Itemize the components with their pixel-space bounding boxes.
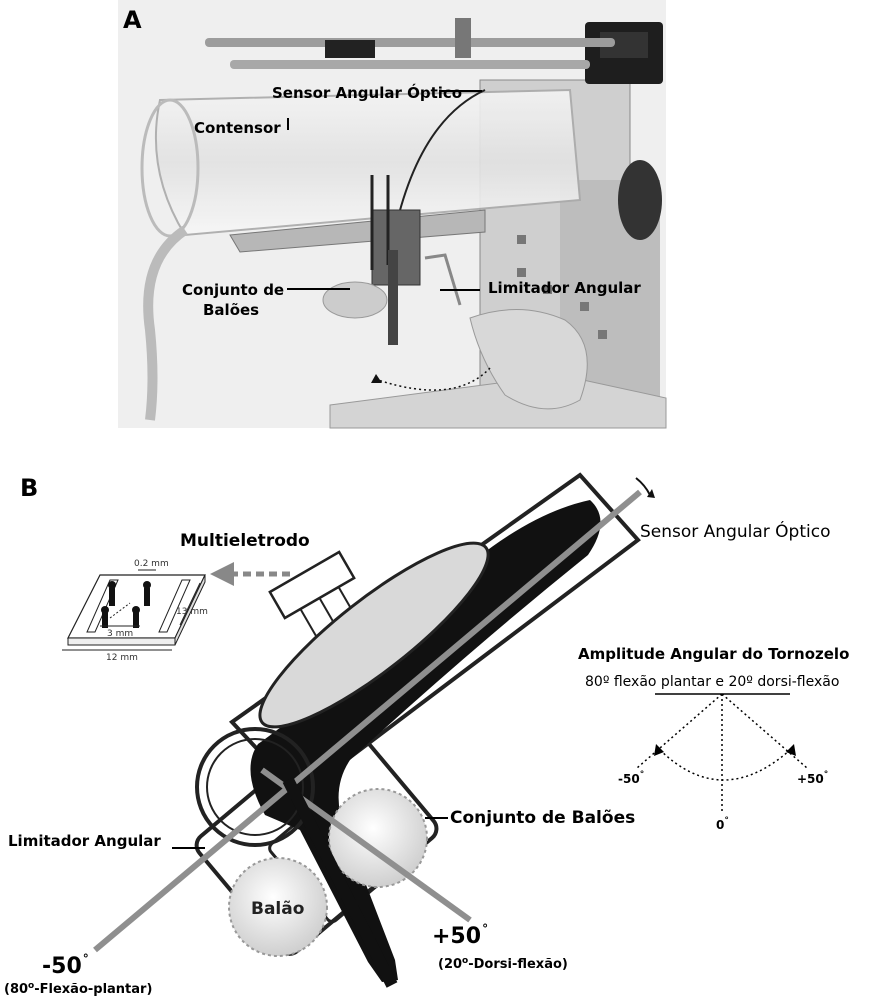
amplitude-diagram xyxy=(637,694,807,812)
amplitude-subtitle: 80º flexão plantar e 20º dorsi-flexão xyxy=(585,674,839,690)
amplitude-right: +50° xyxy=(797,770,828,786)
label-plus50-sub: (20o-Dorsi-flexão) xyxy=(438,956,568,972)
label-sensor-a: Sensor Angular Óptico xyxy=(272,83,462,102)
label-baloes-a-line1: Conjunto de xyxy=(182,281,284,299)
amplitude-title: Amplitude Angular do Tornozelo xyxy=(578,645,849,663)
label-limitador-b: Limitador Angular xyxy=(8,832,161,850)
panel-a-photo xyxy=(118,0,666,428)
amplitude-center: 0° xyxy=(716,816,729,832)
panel-a-letter: A xyxy=(123,6,142,34)
label-limitador-a: Limitador Angular xyxy=(488,279,641,297)
label-balao: Balão xyxy=(251,899,304,919)
leg-assembly xyxy=(95,475,655,985)
amplitude-left: -50° xyxy=(618,770,644,786)
label-minus50-sub: (80o-Flexão-plantar) xyxy=(4,981,152,996)
label-baloes-b: Conjunto de Balões xyxy=(450,808,635,828)
electrode-dim-3: 3 mm xyxy=(107,629,133,639)
electrode-dim-4: 12 mm xyxy=(106,653,138,663)
label-minus50: -50° xyxy=(42,952,89,979)
electrode-dim-2: 13 mm xyxy=(176,607,208,617)
panel-b-letter: B xyxy=(20,474,38,502)
dashed-arrowhead xyxy=(210,562,234,586)
label-contensor: Contensor xyxy=(194,119,281,137)
electrode-dim-1: 0.2 mm xyxy=(134,559,169,569)
label-plus50: +50° xyxy=(432,922,488,949)
label-baloes-a-line2: Balões xyxy=(203,301,259,319)
label-multieletrodo: Multieletrodo xyxy=(180,531,310,551)
label-sensor-b: Sensor Angular Óptico xyxy=(640,520,831,542)
